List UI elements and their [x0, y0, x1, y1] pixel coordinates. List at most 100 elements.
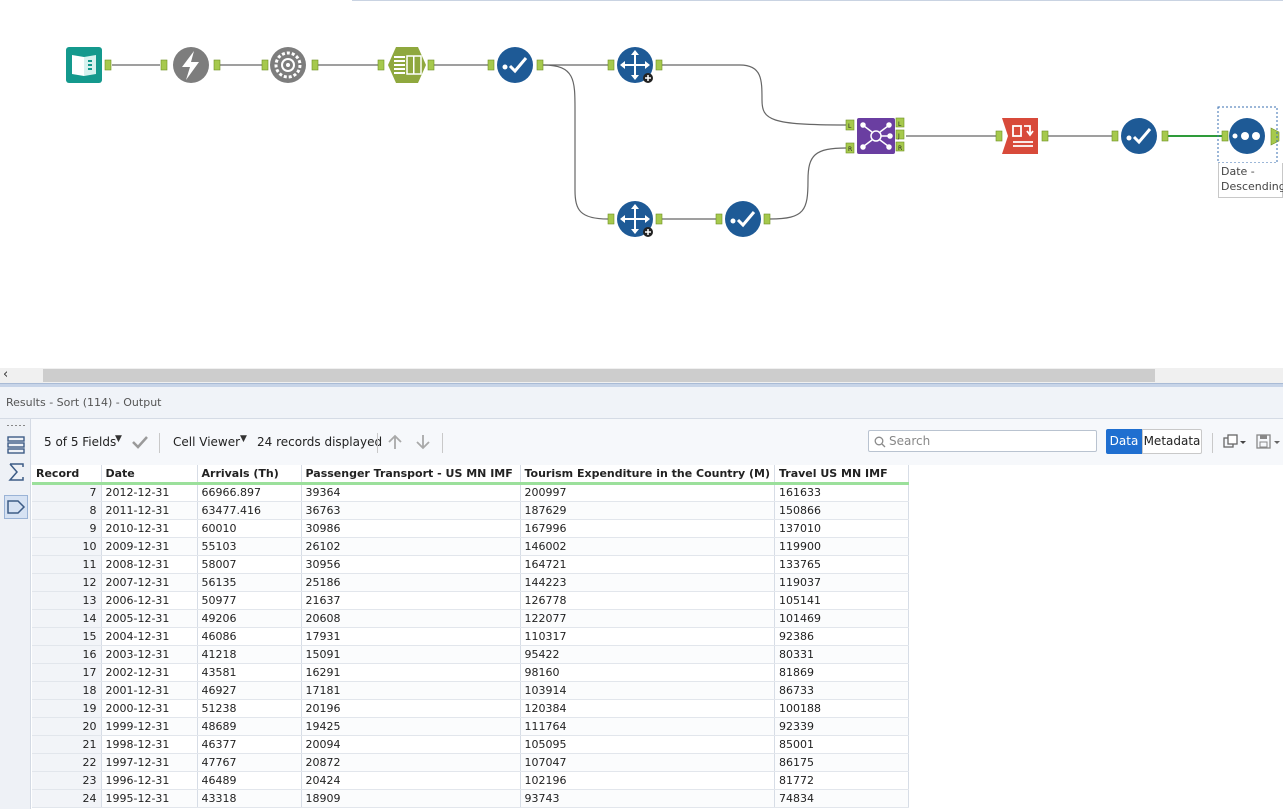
summary-icon[interactable] — [4, 460, 28, 484]
table-cell[interactable]: 2005-12-31 — [101, 609, 198, 628]
table-cell[interactable]: 25186 — [301, 573, 521, 592]
table-cell[interactable]: 2004-12-31 — [101, 627, 198, 646]
save-icon[interactable] — [1256, 434, 1282, 450]
table-cell[interactable]: 102196 — [520, 771, 775, 790]
table-cell[interactable]: 1998-12-31 — [101, 735, 198, 754]
table-cell[interactable]: 21637 — [301, 591, 521, 610]
table-cell[interactable]: 2011-12-31 — [101, 501, 198, 520]
search-input[interactable] — [889, 433, 1089, 449]
table-cell[interactable]: 119037 — [774, 573, 909, 592]
table-cell[interactable]: 20872 — [301, 753, 521, 772]
table-cell[interactable]: 2010-12-31 — [101, 519, 198, 538]
table-cell[interactable]: 92386 — [774, 627, 909, 646]
table-cell[interactable]: 111764 — [520, 717, 775, 736]
table-cell[interactable]: 86175 — [774, 753, 909, 772]
fields-dropdown[interactable]: 5 of 5 Fields — [44, 435, 117, 449]
table-cell[interactable]: 167996 — [520, 519, 775, 538]
table-cell[interactable]: 105141 — [774, 591, 909, 610]
table-cell[interactable]: 58007 — [197, 555, 302, 574]
table-cell[interactable]: 36763 — [301, 501, 521, 520]
messages-icon[interactable] — [4, 433, 28, 457]
table-cell[interactable]: 161633 — [774, 483, 909, 502]
table-cell[interactable]: 2007-12-31 — [101, 573, 198, 592]
table-cell[interactable]: 200997 — [520, 483, 775, 502]
select-tool-3[interactable] — [1121, 118, 1157, 154]
chevron-down-icon[interactable]: ▼ — [240, 434, 247, 444]
metadata-view-button[interactable]: Metadata — [1142, 429, 1202, 454]
scrollbar-thumb[interactable] — [43, 369, 1155, 382]
table-cell[interactable]: 1995-12-31 — [101, 789, 198, 808]
table-cell[interactable]: 19425 — [301, 717, 521, 736]
table-cell[interactable]: 187629 — [520, 501, 775, 520]
transpose-tool[interactable] — [617, 47, 653, 83]
table-cell[interactable]: 2012-12-31 — [101, 483, 198, 502]
table-cell[interactable]: 43581 — [197, 663, 302, 682]
canvas-horizontal-scrollbar[interactable]: ‹ — [0, 367, 1283, 383]
table-cell[interactable]: 46927 — [197, 681, 302, 700]
table-cell[interactable]: 46086 — [197, 627, 302, 646]
table-cell[interactable]: 15091 — [301, 645, 521, 664]
table-cell[interactable]: 16291 — [301, 663, 521, 682]
workflow-canvas[interactable]: L R L J R — [0, 0, 1283, 368]
table-cell[interactable]: 47767 — [197, 753, 302, 772]
table-cell[interactable]: 100188 — [774, 699, 909, 718]
table-cell[interactable]: 1996-12-31 — [101, 771, 198, 790]
table-cell[interactable]: 56135 — [197, 573, 302, 592]
input-data-tool[interactable] — [66, 47, 102, 83]
output-tab-button[interactable] — [4, 495, 28, 519]
table-cell[interactable]: 26102 — [301, 537, 521, 556]
select-tool-2[interactable] — [725, 201, 761, 237]
record-number-cell[interactable]: 8 — [32, 501, 102, 520]
table-cell[interactable]: 103914 — [520, 681, 775, 700]
data-view-button[interactable]: Data — [1106, 429, 1142, 454]
table-cell[interactable]: 2002-12-31 — [101, 663, 198, 682]
record-number-cell[interactable]: 21 — [32, 735, 102, 754]
table-cell[interactable]: 30956 — [301, 555, 521, 574]
scroll-left-icon[interactable]: ‹ — [3, 367, 9, 382]
table-cell[interactable]: 20094 — [301, 735, 521, 754]
record-number-cell[interactable]: 18 — [32, 681, 102, 700]
table-cell[interactable]: 101469 — [774, 609, 909, 628]
table-cell[interactable]: 51238 — [197, 699, 302, 718]
join-tool[interactable] — [857, 118, 895, 154]
record-number-cell[interactable]: 11 — [32, 555, 102, 574]
table-cell[interactable]: 2009-12-31 — [101, 537, 198, 556]
table-cell[interactable]: 1999-12-31 — [101, 717, 198, 736]
text-to-columns-tool[interactable] — [388, 47, 426, 83]
table-cell[interactable]: 50977 — [197, 591, 302, 610]
table-cell[interactable]: 110317 — [520, 627, 775, 646]
search-box[interactable] — [868, 430, 1097, 452]
table-cell[interactable]: 107047 — [520, 753, 775, 772]
table-cell[interactable]: 60010 — [197, 519, 302, 538]
table-cell[interactable]: 119900 — [774, 537, 909, 556]
table-cell[interactable]: 55103 — [197, 537, 302, 556]
arrow-down-icon[interactable] — [414, 433, 432, 451]
table-cell[interactable]: 1997-12-31 — [101, 753, 198, 772]
table-cell[interactable]: 66966.897 — [197, 483, 302, 502]
table-cell[interactable]: 126778 — [520, 591, 775, 610]
table-cell[interactable]: 81772 — [774, 771, 909, 790]
record-number-cell[interactable]: 14 — [32, 609, 102, 628]
table-cell[interactable]: 2003-12-31 — [101, 645, 198, 664]
table-cell[interactable]: 85001 — [774, 735, 909, 754]
table-cell[interactable]: 164721 — [520, 555, 775, 574]
table-cell[interactable]: 150866 — [774, 501, 909, 520]
table-cell[interactable]: 17181 — [301, 681, 521, 700]
table-cell[interactable]: 146002 — [520, 537, 775, 556]
table-cell[interactable]: 98160 — [520, 663, 775, 682]
table-cell[interactable]: 80331 — [774, 645, 909, 664]
record-number-cell[interactable]: 23 — [32, 771, 102, 790]
table-cell[interactable]: 81869 — [774, 663, 909, 682]
